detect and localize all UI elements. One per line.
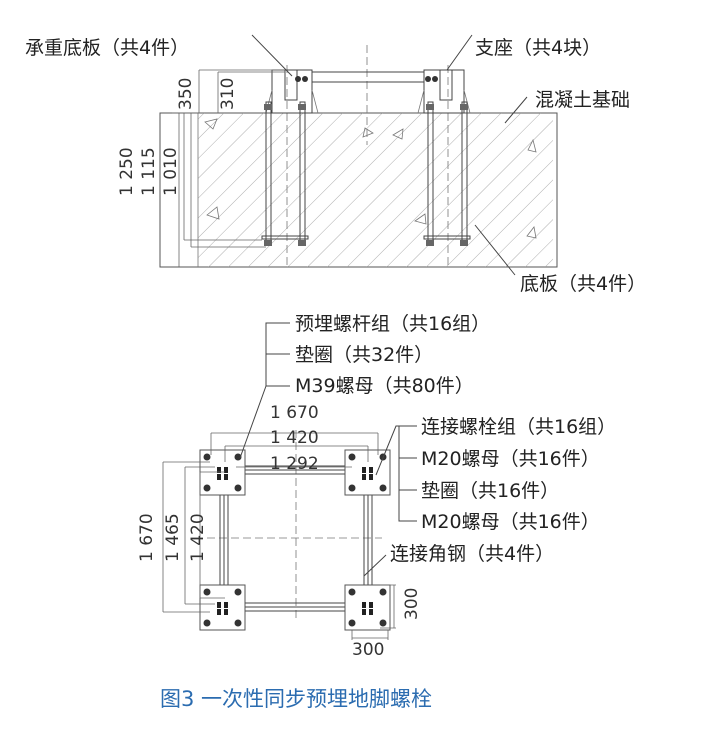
dim-1115: 1 115 (139, 147, 159, 196)
dim-310: 310 (218, 78, 238, 110)
connecting-bolt (362, 474, 366, 480)
dim-top-1420: 1 420 (270, 428, 319, 448)
anchor-bolt-nut (234, 619, 242, 627)
anchor-bolt-nut (348, 484, 356, 492)
label-m20-nut-2: M20螺母（共16件） (421, 511, 600, 533)
anchor-bolt-nut (203, 484, 211, 492)
plan-view: 1 670 1 420 1 292 1 670 1 465 1 420 300 … (137, 313, 616, 660)
dim-1010: 1 010 (161, 147, 181, 196)
connecting-bolt (369, 474, 373, 480)
anchor-bolt-nut (234, 588, 242, 596)
label-bearing-plate: 承重底板（共4件） (25, 37, 189, 59)
dim-left-1465: 1 465 (163, 513, 183, 562)
dim-1250: 1 250 (117, 147, 137, 196)
anchor-bolts (261, 101, 471, 246)
leader-lines (251, 34, 528, 276)
anchor-bolt-nut (234, 453, 242, 461)
label-m20-nut-1: M20螺母（共16件） (421, 448, 600, 470)
label-embedded-bolt-group: 预埋螺杆组（共16组） (295, 313, 490, 335)
angle-label-leader (363, 554, 387, 577)
anchor-bolt-nut (379, 484, 387, 492)
dim-left-1670: 1 670 (137, 513, 157, 562)
anchor-bolt-nut (203, 588, 211, 596)
connecting-bolt (224, 474, 228, 480)
elevation-dimension-lines (172, 69, 285, 267)
support-left (265, 69, 319, 114)
anchor-bolt-nut (379, 588, 387, 596)
connecting-bolt (224, 467, 228, 473)
base-plates (199, 449, 391, 631)
label-support: 支座（共4块） (475, 37, 601, 59)
connecting-bolt (362, 602, 366, 608)
concrete-hatch (198, 113, 553, 267)
anchor-bolt-nut (379, 619, 387, 627)
figure-caption: 图3 一次性同步预埋地脚螺栓 (160, 687, 432, 711)
base-plate (199, 584, 246, 631)
anchor-bolt-nut (348, 588, 356, 596)
dim-left-1420: 1 420 (188, 513, 208, 562)
connecting-bolt (369, 602, 373, 608)
anchor-bolt-nut (203, 453, 211, 461)
right-label-bracket (375, 425, 417, 522)
connecting-bolt (217, 602, 221, 608)
connecting-bolt (362, 609, 366, 615)
dim-plate-width: 300 (352, 640, 384, 660)
connecting-bolt (224, 609, 228, 615)
connecting-bolt (217, 609, 221, 615)
label-washer-32: 垫圈（共32件） (295, 344, 433, 366)
plan-dimension-lines (162, 432, 396, 640)
anchor-bolt-nut (234, 484, 242, 492)
base-plate (344, 584, 391, 631)
connecting-bolt (217, 467, 221, 473)
dim-plate-height: 300 (402, 588, 422, 620)
dim-top-1670: 1 670 (270, 403, 319, 423)
elevation-view: 350 310 1 250 1 115 1 010 承重底板（共4件） 支座（共… (25, 34, 646, 295)
aggregate-marks (204, 118, 537, 239)
label-concrete-foundation: 混凝土基础 (535, 89, 630, 111)
connecting-bolt (369, 467, 373, 473)
label-base-plate: 底板（共4件） (520, 273, 646, 295)
label-connecting-angle: 连接角钢（共4件） (390, 543, 554, 565)
label-washer-16: 垫圈（共16件） (421, 480, 559, 502)
dim-top-1292: 1 292 (270, 454, 319, 474)
base-plate (199, 449, 246, 496)
connecting-bolt (224, 602, 228, 608)
left-label-bracket (239, 322, 290, 459)
anchor-bolt-nut (203, 619, 211, 627)
connecting-bolt (369, 609, 373, 615)
connecting-bolt (217, 474, 221, 480)
label-m39-nut: M39螺母（共80件） (295, 375, 474, 397)
dim-350: 350 (176, 78, 196, 110)
connecting-bolt (362, 467, 366, 473)
base-plate (344, 449, 391, 496)
anchor-bolt-nut (348, 453, 356, 461)
anchor-bolt-nut (348, 619, 356, 627)
label-connecting-bolt-group: 连接螺栓组（共16组） (421, 416, 616, 438)
